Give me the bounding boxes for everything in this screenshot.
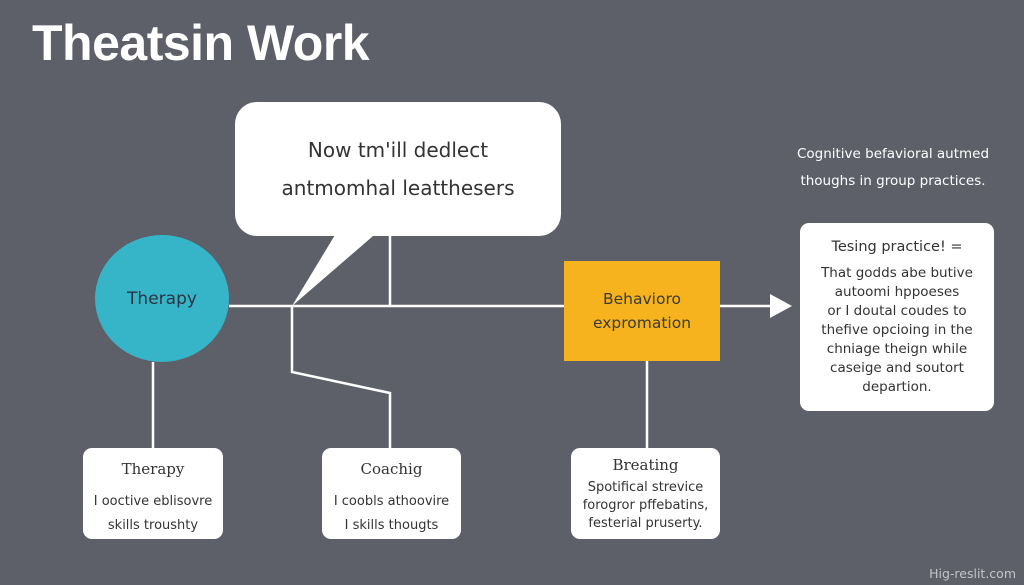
therapy-circle-label: Therapy: [127, 288, 197, 309]
therapy-card-line: I ooctive eblisovre: [93, 494, 213, 509]
breathing-card-line: festerial pruserty.: [588, 516, 703, 531]
behavior-node: Behavioro expromation: [564, 261, 720, 361]
behavior-node-line: Behavioro: [603, 290, 681, 308]
info-card-line: autoomi hppoeses: [834, 284, 960, 300]
watermark: Hig-reslit.com: [929, 566, 1016, 581]
info-card-line: departion.: [862, 379, 932, 395]
side-note: Cognitive befavioral autmed thoughs in g…: [786, 141, 1000, 195]
speech-bubble-line: Now tm'ill dedlect: [307, 138, 489, 162]
info-card-line: or I doutal coudes to: [827, 303, 967, 319]
info-card-title: Tesing practice! =: [831, 239, 963, 255]
coaching-card-line: I skills thougts: [344, 518, 439, 533]
breathing-card-line: forogror pffebatins,: [582, 498, 709, 513]
behavior-node-line: expromation: [592, 314, 692, 332]
therapy-circle-node: Therapy: [95, 235, 229, 362]
therapy-card-line: skills troushty: [107, 518, 199, 533]
speech-bubble-line: antmomhal leatthesers: [281, 176, 515, 200]
side-note-line: thoughs in group practices.: [800, 173, 986, 189]
info-card-line: That godds abe butive: [821, 265, 973, 281]
info-card: Tesing practice! = That godds abe butive…: [800, 223, 994, 411]
breathing-card-line: Spotifical strevice: [587, 480, 704, 495]
speech-bubble: Now tm'ill dedlect antmomhal leatthesers: [235, 102, 561, 236]
page-title: Theatsin Work: [32, 15, 370, 71]
breathing-card-title: Breating: [612, 456, 679, 474]
side-note-line: Cognitive befavioral autmed: [796, 146, 990, 162]
coaching-card-line: I coobls athoovire: [333, 494, 450, 509]
coaching-card: Coachig I coobls athoovire I skills thou…: [322, 448, 461, 539]
info-card-line: caseige and soutort: [830, 360, 964, 376]
arrow-head: [770, 294, 792, 318]
info-card-line: chniage theign while: [826, 341, 968, 357]
therapy-card: Therapy I ooctive eblisovre skills trous…: [83, 448, 223, 539]
speech-bubble-tail: [292, 230, 380, 306]
connector-to-coaching-card: [290, 306, 392, 448]
therapy-card-title: Therapy: [121, 460, 185, 478]
coaching-card-title: Coachig: [360, 460, 423, 478]
info-card-line: thefive opcioing in the: [821, 322, 973, 338]
breathing-card: Breating Spotifical strevice forogror pf…: [571, 448, 720, 539]
